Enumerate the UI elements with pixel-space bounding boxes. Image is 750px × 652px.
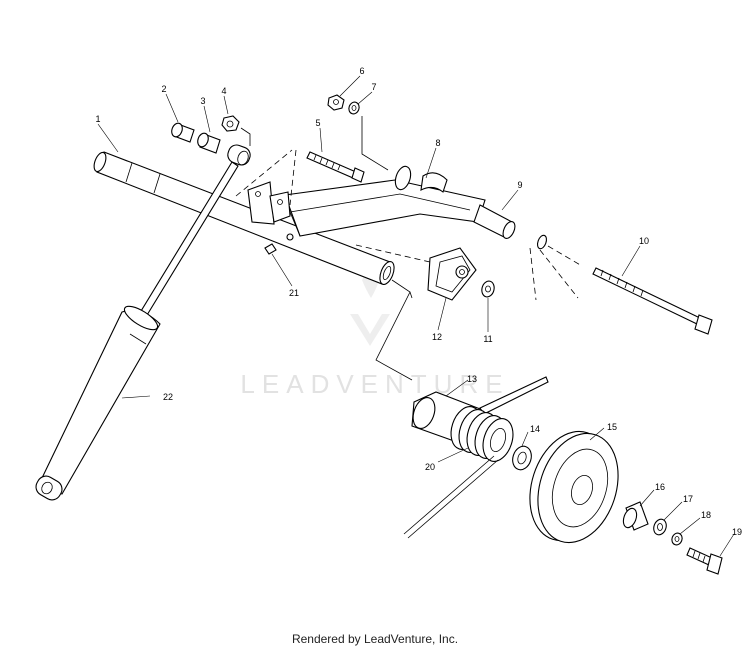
part-16-bearing-sleeve — [622, 501, 649, 531]
callout-11: 11 — [483, 334, 492, 344]
part-5-bolt — [306, 151, 365, 183]
part-20-torsion-spring — [403, 406, 514, 539]
callout-8: 8 — [435, 138, 440, 148]
part-7-washer — [348, 101, 360, 115]
callout-2: 2 — [161, 84, 166, 94]
part-19-wheel-bolt — [686, 547, 723, 575]
part-18-washer — [671, 532, 683, 546]
callout-15: 15 — [607, 422, 617, 432]
callout-13: 13 — [467, 374, 477, 384]
callout-14: 14 — [530, 424, 540, 434]
callout-leaders — [97, 75, 735, 557]
part-22-shock-absorber — [35, 144, 251, 501]
callout-21: 21 — [289, 288, 299, 298]
callout-16: 16 — [655, 482, 665, 492]
callout-18: 18 — [701, 510, 711, 520]
callout-17: 17 — [683, 494, 693, 504]
part-8-a-arm — [247, 165, 516, 239]
watermark: LEADVENTURE — [240, 270, 509, 399]
part-2-bushing — [171, 122, 195, 143]
footer-credit: Rendered by LeadVenture, Inc. — [291, 632, 459, 646]
callout-5: 5 — [315, 118, 320, 128]
callout-7: 7 — [371, 82, 376, 92]
part-17-washer — [653, 518, 667, 536]
callout-22: 22 — [163, 392, 173, 402]
part-1-rail-tube — [93, 151, 395, 285]
part-6-nut — [327, 94, 345, 111]
callout-19: 19 — [732, 527, 742, 537]
part-14-spacer-washer — [512, 445, 532, 471]
callout-10: 10 — [639, 236, 649, 246]
part-15-idler-wheel — [529, 430, 619, 544]
part-11-washer — [481, 280, 495, 298]
part-21-grease-fitting — [264, 233, 294, 255]
part-4-nut — [221, 115, 240, 132]
part-12-block — [427, 247, 477, 301]
callout-12: 12 — [432, 332, 442, 342]
callout-3: 3 — [200, 96, 205, 106]
callout-6: 6 — [359, 66, 364, 76]
callout-1: 1 — [95, 114, 100, 124]
callout-4: 4 — [221, 86, 226, 96]
watermark-text: LEADVENTURE — [240, 369, 509, 399]
callout-labels: 1 2 3 4 5 6 7 8 9 10 11 12 13 14 15 16 1… — [95, 66, 742, 537]
part-3-bushing — [197, 132, 221, 154]
part-10-long-bolt — [536, 234, 713, 335]
assembly-lines — [235, 116, 583, 381]
callout-9: 9 — [517, 180, 522, 190]
callout-20: 20 — [425, 462, 435, 472]
